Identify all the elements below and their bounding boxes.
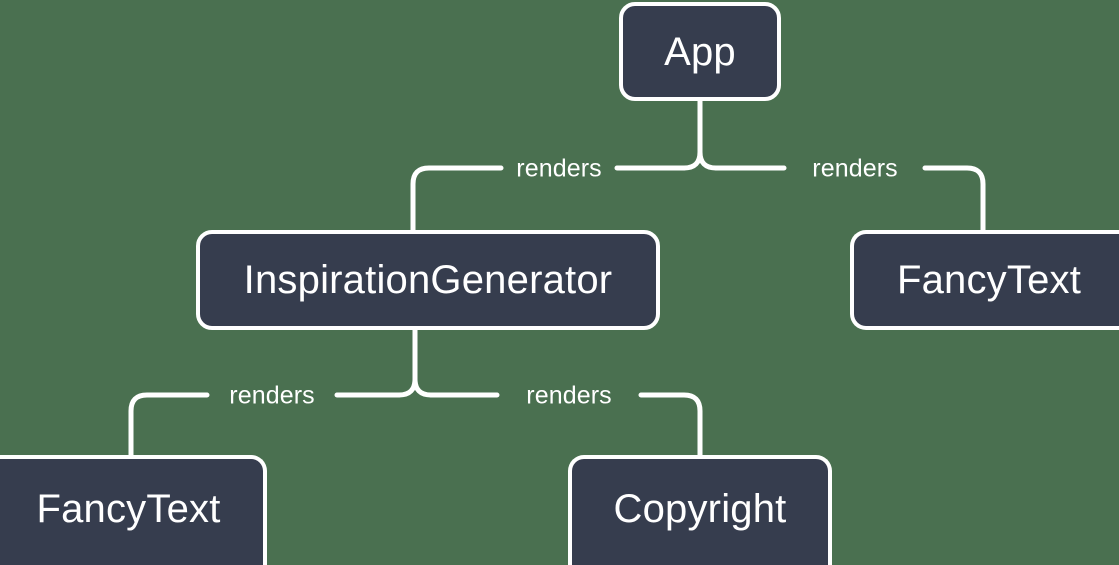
edge-app-to-inspirationgenerator-elbow xyxy=(410,165,504,233)
edge-inspirationgenerator-to-fancytext-elbow xyxy=(128,392,210,458)
edge-inspirationgenerator-stem xyxy=(396,327,418,398)
edge-label-inspirationgenerator-to-copyright: renders xyxy=(526,381,612,410)
node-app[interactable]: App xyxy=(619,2,781,101)
edge-app-to-fancytext-right-elbow xyxy=(922,165,986,233)
node-copyright[interactable]: Copyright xyxy=(568,455,832,565)
edge-label-app-to-inspirationgenerator: renders xyxy=(516,154,602,183)
edge-label-app-to-fancytext-right: renders xyxy=(812,154,898,183)
node-fancytext-right[interactable]: FancyText xyxy=(850,230,1119,330)
node-inspiration-generator-label: InspirationGenerator xyxy=(243,258,613,302)
node-fancytext-bottom-left-label: FancyText xyxy=(36,487,221,531)
node-copyright-label: Copyright xyxy=(613,487,787,531)
edge-app-stem xyxy=(681,97,703,171)
node-app-label: App xyxy=(664,29,736,74)
edge-label-inspirationgenerator-to-fancytext: renders xyxy=(229,381,315,410)
edge-app-stem-right xyxy=(697,149,719,171)
node-fancytext-bottom-left[interactable]: FancyText xyxy=(0,455,267,565)
edge-inspirationgenerator-to-copyright-elbow xyxy=(638,392,703,458)
edge-inspirationgenerator-stem-right xyxy=(412,376,434,398)
node-inspiration-generator[interactable]: InspirationGenerator xyxy=(196,230,660,330)
node-fancytext-right-label: FancyText xyxy=(896,258,1082,302)
